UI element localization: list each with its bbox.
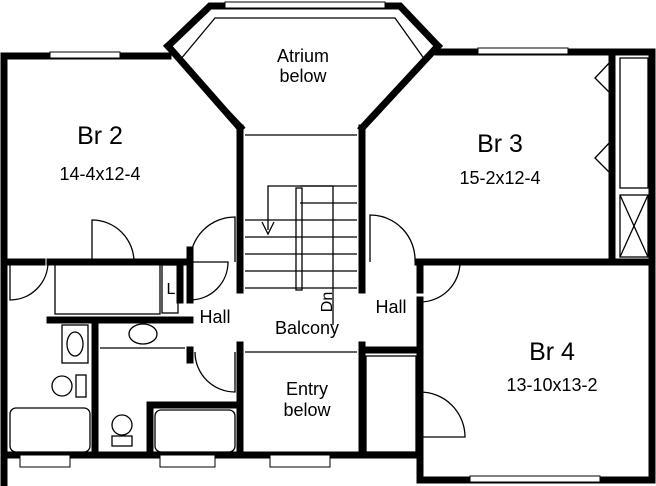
br2-label: Br 2 (77, 122, 123, 150)
fixtures (9, 323, 236, 453)
atrium-note: below (279, 66, 327, 86)
linen-closet-label: L (167, 281, 176, 298)
atrium-label: Atrium (277, 46, 329, 66)
br3-size: 15-2x12-4 (459, 168, 540, 188)
br3-label: Br 3 (477, 130, 523, 158)
br4-label: Br 4 (529, 338, 575, 366)
closets (54, 57, 649, 453)
balcony-label: Balcony (275, 318, 339, 338)
staircase[interactable] (245, 185, 357, 325)
stairs-down-label: Dn (319, 292, 336, 312)
doors (9, 59, 613, 438)
hall-left-label: Hall (199, 307, 230, 327)
entry-note: below (283, 400, 331, 420)
windows (19, 1, 601, 483)
labels: Atrium below Br 2 14-4x12-4 Br 3 15-2x12… (59, 46, 597, 420)
br4-size: 13-10x13-2 (506, 375, 597, 395)
hall-right-label: Hall (375, 297, 406, 317)
entry-label: Entry (286, 379, 328, 399)
br2-size: 14-4x12-4 (59, 164, 140, 184)
